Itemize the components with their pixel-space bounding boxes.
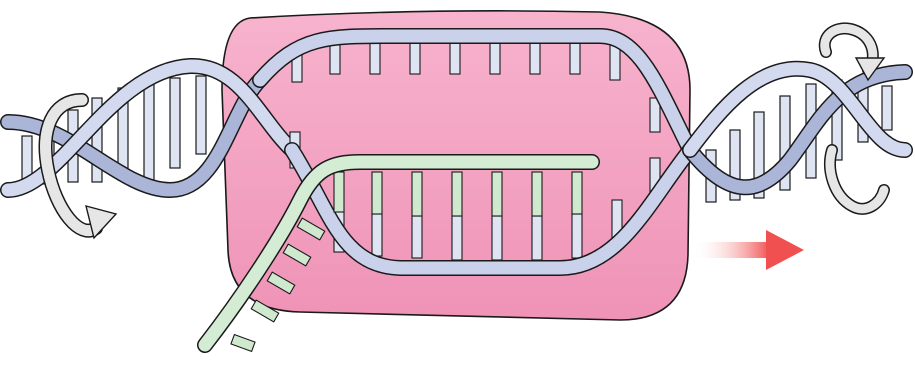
dna-double-helix-downstream (690, 69, 905, 202)
direction-arrow (692, 230, 804, 270)
